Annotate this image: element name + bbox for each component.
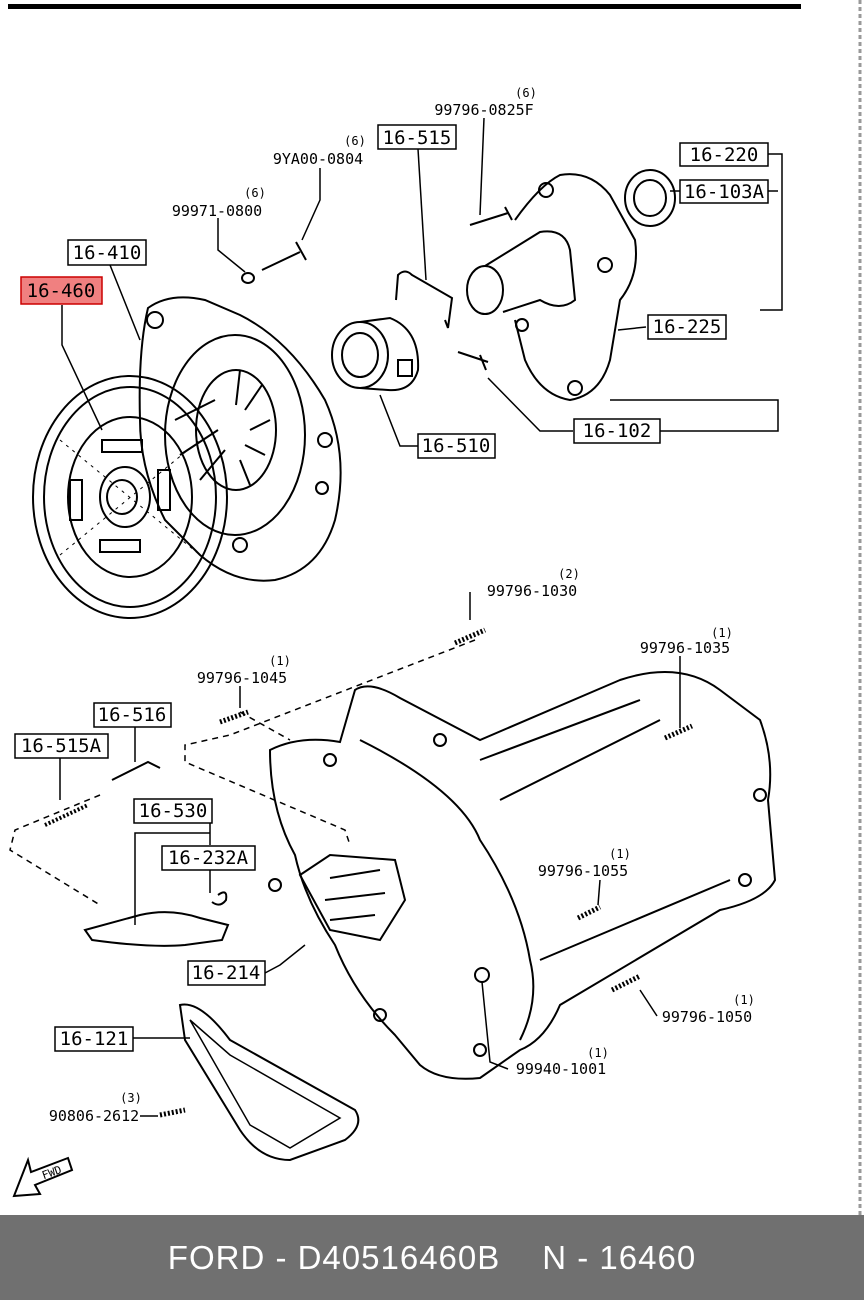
qty-1001: (1): [587, 1046, 609, 1060]
part-box-16-103A: [679, 179, 769, 204]
qty-1050: (1): [733, 993, 755, 1007]
code-1045: 99796-1045: [197, 669, 287, 687]
code-1035: 99796-1035: [640, 639, 730, 657]
part-label-16-225: 16-225: [653, 316, 722, 338]
clutch-housing-drawing: [268, 671, 777, 1080]
part-box-16-530: [133, 798, 213, 824]
pivot-pin-drawing: [111, 760, 161, 781]
part-label-16-516: 16-516: [98, 704, 167, 726]
code-1030: 99796-1030: [487, 582, 577, 600]
part-label-16-510: 16-510: [422, 435, 491, 457]
part-label-16-410: 16-410: [73, 242, 142, 264]
footer-bar: FORD - D40516460B N - 16460: [0, 1215, 864, 1300]
part-label-16-530: 16-530: [139, 800, 208, 822]
stud-drawing: [457, 351, 489, 371]
release-bearing-drawing: [331, 316, 420, 392]
code-1055: 99796-1055: [538, 862, 628, 880]
part-box-16-225: [647, 314, 727, 340]
qty-1035: (1): [711, 626, 733, 640]
inspection-cover-inner: [189, 1019, 342, 1149]
fwd-arrow-icon: FWD: [12, 1156, 74, 1198]
clutch-disc-drawing: [32, 375, 228, 619]
pressure-plate-drawing: [138, 296, 342, 582]
part-label-16-214: 16-214: [192, 962, 261, 984]
bolt-1050-drawing: [610, 973, 642, 993]
lock-washer-drawing: [241, 272, 255, 284]
spring-clip-drawing: [395, 270, 454, 329]
part-box-16-515A: [14, 733, 109, 759]
fwd-label: FWD: [40, 1163, 63, 1182]
bolt-1030-drawing: [454, 627, 486, 646]
part-box-16-510: [417, 433, 496, 459]
exploded-parts-diagram: 16-410 16-460 16-515 16-220 16-103A 16-2…: [8, 0, 862, 1215]
part-box-16-220: [679, 142, 769, 167]
bolt-1035-drawing: [663, 723, 694, 741]
retainer-clip-drawing: [211, 891, 228, 906]
code-0800: 99971-0800: [172, 202, 262, 220]
part-label-16-220: 16-220: [690, 144, 759, 166]
qty-0800: (6): [244, 186, 266, 200]
front-cover-drawing: [466, 173, 637, 402]
part-box-16-214: [187, 960, 266, 986]
part-box-16-515: [377, 124, 457, 150]
part-label-16-460: 16-460: [27, 280, 96, 302]
release-fork-drawing: [83, 911, 230, 947]
part-label-16-103A: 16-103A: [684, 181, 765, 203]
fastener-labels: (6) 99796-0825F (6) 9YA00-0804 (6) 99971…: [49, 86, 755, 1125]
footer-ref: N - 16460: [542, 1238, 697, 1276]
qty-1030: (2): [558, 567, 580, 581]
top-rule: [8, 4, 801, 9]
part-box-16-102: [573, 418, 661, 444]
dashed-guides: [9, 639, 476, 906]
bolt-2612-drawing: [159, 1107, 186, 1118]
part-label-16-232A: 16-232A: [168, 847, 249, 869]
nut-1001-drawing: [474, 967, 490, 983]
qty-1055: (1): [609, 847, 631, 861]
qty-0804: (6): [344, 134, 366, 148]
oil-seal-drawing: [624, 169, 676, 227]
part-box-16-121: [54, 1026, 134, 1052]
part-label-16-515A: 16-515A: [21, 735, 102, 757]
footer-brand-part: FORD - D40516460B: [167, 1238, 501, 1276]
part-box-16-232A: [161, 845, 256, 871]
part-label-16-121: 16-121: [60, 1028, 129, 1050]
part-box-16-516: [93, 702, 172, 728]
part-label-16-102: 16-102: [583, 420, 652, 442]
code-1050: 99796-1050: [662, 1008, 752, 1026]
bolt-1055-drawing: [576, 904, 602, 921]
cover-bolt-drawing: [469, 206, 513, 226]
leader-lines: [59, 117, 783, 1117]
part-label-16-515: 16-515: [383, 127, 452, 149]
code-2612: 90806-2612: [49, 1107, 139, 1125]
qty-0825F: (6): [515, 86, 537, 100]
qty-2612: (3): [120, 1091, 142, 1105]
part-label-boxes: 16-410 16-460 16-515 16-220 16-103A 16-2…: [14, 124, 769, 1052]
qty-1045: (1): [269, 654, 291, 668]
code-0825F: 99796-0825F: [434, 101, 533, 119]
part-box-16-410: [67, 239, 147, 266]
code-1001: 99940-1001: [516, 1060, 606, 1078]
plate-bolt-drawing: [261, 241, 307, 271]
code-0804: 9YA00-0804: [273, 150, 363, 168]
drawing-lines: [32, 169, 777, 1162]
inspection-cover-drawing: [178, 1003, 360, 1162]
part-box-16-460-highlight: [20, 276, 103, 305]
